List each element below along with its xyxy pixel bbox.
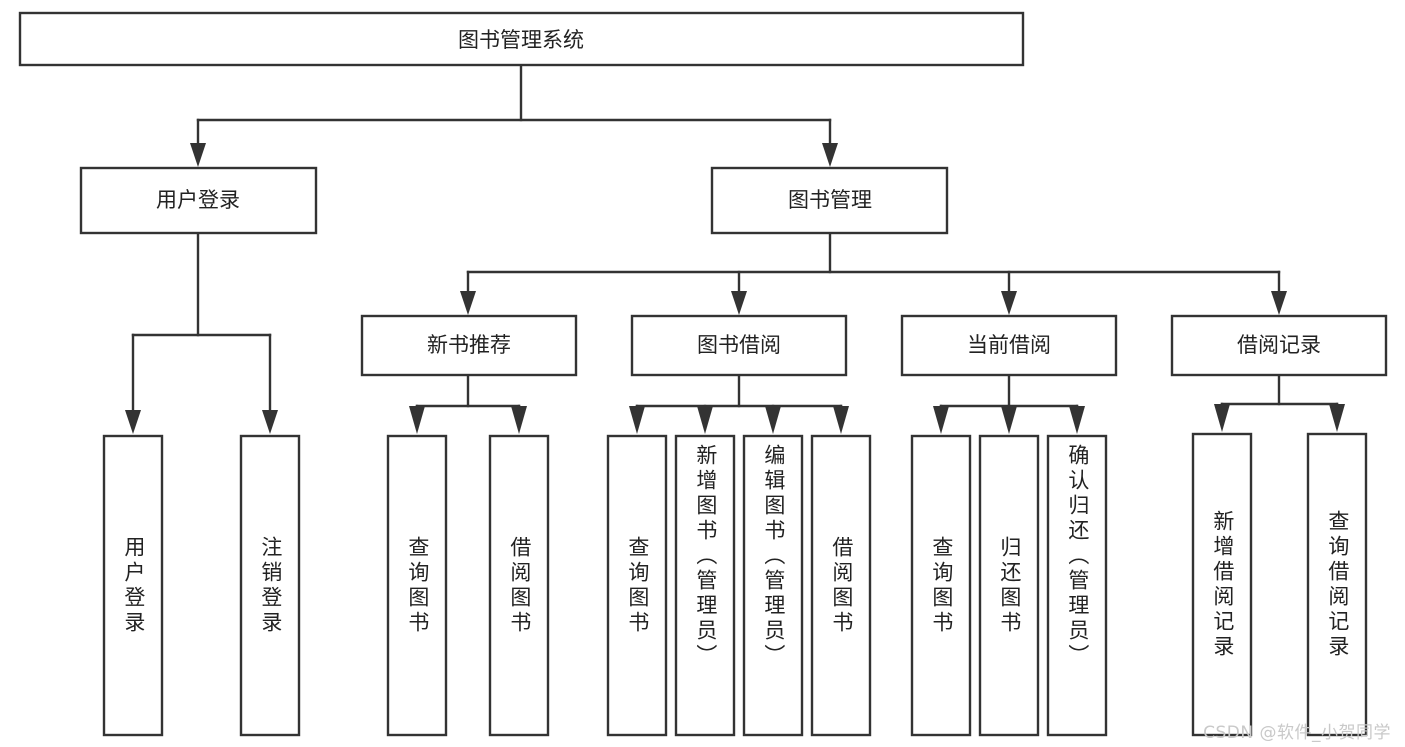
leaf-node-current-borrow-2[interactable] <box>978 434 1040 737</box>
current-borrow-label: 当前借阅 <box>967 333 1051 357</box>
arrowhead-borrow-record <box>1271 291 1287 315</box>
current-borrow-box[interactable] <box>900 314 1118 377</box>
arrowhead-currentborrow-leaf-3 <box>1069 406 1085 434</box>
leaf-box[interactable] <box>742 434 804 737</box>
leaf-node-book-borrow-3[interactable] <box>742 434 804 737</box>
node-book-borrow[interactable]: 图书借阅 <box>630 314 848 377</box>
arrowhead-bookborrow-leaf-2 <box>697 406 713 434</box>
leaf-box[interactable] <box>606 434 668 737</box>
leaf-node-current-borrow-1[interactable] <box>910 434 972 737</box>
leaf-box[interactable] <box>910 434 972 737</box>
node-borrow-record[interactable]: 借阅记录 <box>1170 314 1388 377</box>
leaf-box[interactable] <box>1306 432 1368 737</box>
node-root-system[interactable]: 图书管理系统 <box>18 11 1025 67</box>
node-book-manage[interactable]: 图书管理 <box>710 166 949 235</box>
book-manage-box[interactable] <box>710 166 949 235</box>
new-book-recommend-box[interactable] <box>360 314 578 377</box>
leaf-node-new-book-1[interactable] <box>386 434 448 737</box>
arrowhead-new-book <box>460 291 476 315</box>
arrowhead-current-borrow <box>1001 291 1017 315</box>
leaf-node-borrow-record-1[interactable] <box>1191 432 1253 737</box>
node-current-borrow[interactable]: 当前借阅 <box>900 314 1118 377</box>
book-borrow-box[interactable] <box>630 314 848 377</box>
leaf-node-borrow-record-2[interactable] <box>1306 432 1368 737</box>
node-new-book-recommend[interactable]: 新书推荐 <box>360 314 578 377</box>
leaf-box[interactable] <box>810 434 872 737</box>
user-login-label: 用户登录 <box>156 188 240 212</box>
arrowhead-book-manage <box>822 143 838 167</box>
arrowhead-borrowrecord-leaf-2 <box>1329 404 1345 432</box>
leaf-box[interactable] <box>488 434 550 737</box>
leaf-box[interactable] <box>386 434 448 737</box>
leaf-node-book-borrow-1[interactable] <box>606 434 668 737</box>
arrowhead-bookborrow-leaf-1 <box>629 406 645 434</box>
arrowhead-currentborrow-leaf-2 <box>1001 406 1017 434</box>
borrow-record-box[interactable] <box>1170 314 1388 377</box>
arrowhead-userlogin-leaf-2 <box>262 410 278 434</box>
book-manage-label: 图书管理 <box>788 188 872 212</box>
leaf-box[interactable] <box>674 434 736 737</box>
new-book-recommend-label: 新书推荐 <box>427 333 511 357</box>
watermark-csdn: CSDN @软件_小贺同学 <box>1203 723 1391 743</box>
leaf-node-new-book-2[interactable] <box>488 434 550 737</box>
leaf-box[interactable] <box>239 434 301 737</box>
arrowhead-currentborrow-leaf-1 <box>933 406 949 434</box>
leaf-node-user-login-2[interactable] <box>239 434 301 737</box>
arrowhead-newbook-leaf-2 <box>511 406 527 434</box>
arrowhead-newbook-leaf-1 <box>409 406 425 434</box>
arrowhead-book-borrow <box>731 291 747 315</box>
root-label: 图书管理系统 <box>458 28 584 52</box>
leaf-node-current-borrow-3[interactable] <box>1046 434 1108 737</box>
arrowhead-userlogin-leaf-1 <box>125 410 141 434</box>
leaf-box[interactable] <box>1191 432 1253 737</box>
leaf-node-book-borrow-4[interactable] <box>810 434 872 737</box>
leaf-box[interactable] <box>102 434 164 737</box>
arrowhead-borrowrecord-leaf-1 <box>1214 404 1230 432</box>
borrow-record-label: 借阅记录 <box>1237 333 1321 357</box>
node-user-login[interactable]: 用户登录 <box>79 166 318 235</box>
leaf-node-book-borrow-2[interactable] <box>674 434 736 737</box>
book-borrow-label: 图书借阅 <box>697 333 781 357</box>
arrowhead-bookborrow-leaf-3 <box>765 406 781 434</box>
leaf-box[interactable] <box>978 434 1040 737</box>
user-login-box[interactable] <box>79 166 318 235</box>
arrowhead-user-login <box>190 143 206 167</box>
connectors-layer <box>125 63 1345 434</box>
arrowhead-bookborrow-leaf-4 <box>833 406 849 434</box>
leaf-node-user-login-1[interactable] <box>102 434 164 737</box>
leaf-box[interactable] <box>1046 434 1108 737</box>
root-box[interactable] <box>18 11 1025 67</box>
